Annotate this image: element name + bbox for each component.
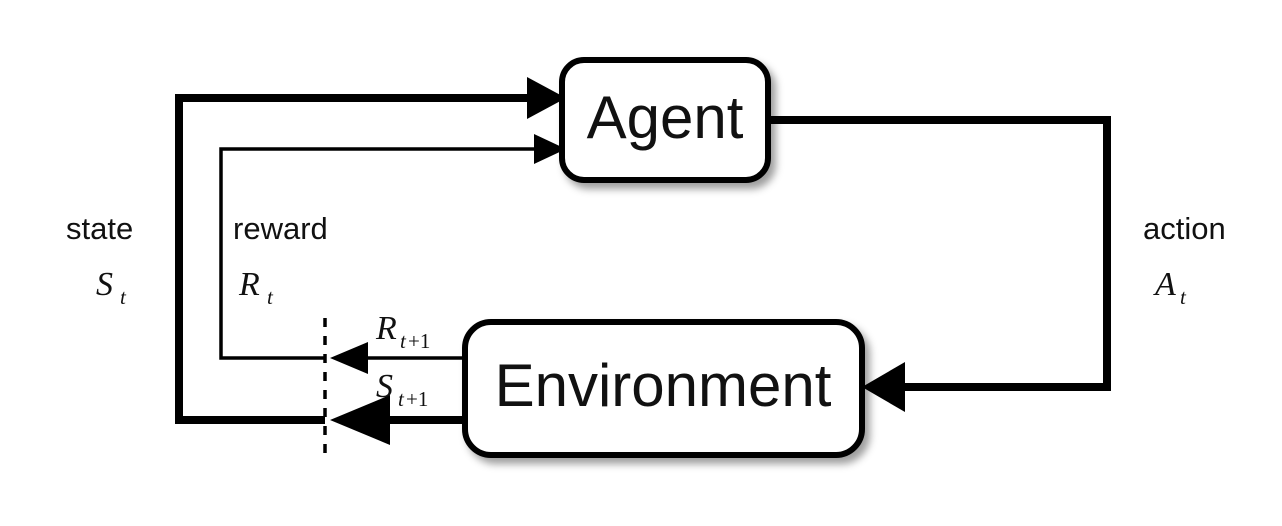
agent-label: Agent <box>587 84 744 151</box>
label-action: action A t <box>1143 211 1226 309</box>
edge-state-feedback <box>175 77 566 424</box>
reward-word: reward <box>233 211 328 246</box>
reward-symbol: R <box>238 266 260 303</box>
reward-next-sub-var: t <box>400 329 407 353</box>
reward-next-symbol: R <box>375 310 397 347</box>
action-line <box>768 116 1111 391</box>
node-agent[interactable]: Agent <box>559 57 771 183</box>
label-state: state S t <box>66 211 133 309</box>
action-word: action <box>1143 211 1226 246</box>
action-subscript: t <box>1180 285 1187 309</box>
state-subscript: t <box>120 285 127 309</box>
label-reward: reward R t <box>233 211 328 309</box>
reward-feedback-line <box>219 147 534 360</box>
action-arrowhead <box>862 362 905 412</box>
state-next-sub-var: t <box>398 387 405 411</box>
node-environment[interactable]: Environment <box>462 319 865 458</box>
label-reward-next: R t +1 <box>375 310 430 353</box>
state-feedback-line <box>175 94 527 424</box>
reward-next-sub-op: +1 <box>408 329 430 353</box>
environment-box[interactable] <box>462 319 865 458</box>
action-symbol: A <box>1153 266 1176 303</box>
edge-state-next <box>330 395 465 445</box>
edge-action <box>768 116 1111 412</box>
state-next-sub-op: +1 <box>406 387 428 411</box>
environment-label: Environment <box>495 352 832 419</box>
edge-reward-next <box>330 342 465 374</box>
state-feedback-arrowhead <box>527 77 566 119</box>
reward-feedback-arrowhead <box>534 134 566 164</box>
label-state-next: S t +1 <box>376 368 428 411</box>
reward-next-arrowhead <box>330 342 368 374</box>
reward-subscript: t <box>267 285 274 309</box>
agent-box[interactable] <box>559 57 771 183</box>
state-next-arrowhead <box>330 395 390 445</box>
state-word: state <box>66 211 133 246</box>
state-symbol: S <box>96 266 113 303</box>
state-next-symbol: S <box>376 368 393 405</box>
edge-reward-feedback <box>219 134 566 360</box>
